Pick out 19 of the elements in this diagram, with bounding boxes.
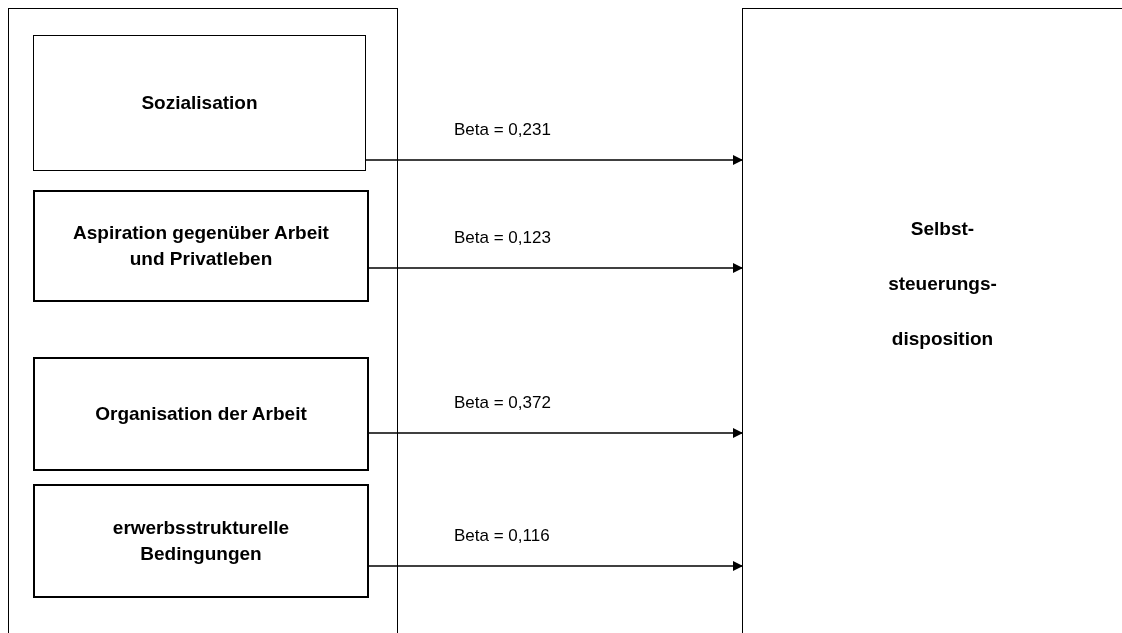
arrow bbox=[367, 561, 743, 571]
factor-box bbox=[33, 357, 369, 471]
outcome-panel bbox=[742, 8, 1122, 633]
edge-label: Beta = 0,372 bbox=[452, 393, 553, 413]
edge-label: Beta = 0,123 bbox=[452, 228, 553, 248]
arrow bbox=[367, 263, 743, 273]
box-label: Aspiration gegenüber Arbeit und Privatleben bbox=[72, 221, 330, 271]
arrow bbox=[364, 155, 743, 165]
box-label: Sozialisation bbox=[141, 91, 258, 116]
arrow bbox=[367, 428, 743, 438]
edge-label: Beta = 0,116 bbox=[452, 526, 552, 546]
edge-label: Beta = 0,231 bbox=[452, 120, 553, 140]
factor-box bbox=[33, 35, 366, 171]
box-label: erwerbsstrukturelle Bedingungen bbox=[111, 516, 291, 566]
factor-box bbox=[33, 190, 369, 302]
factor-box bbox=[33, 484, 369, 598]
group-panel bbox=[8, 8, 398, 633]
box-label: Organisation der Arbeit bbox=[95, 402, 307, 427]
box-label: Selbst- steuerungs- disposition bbox=[887, 216, 998, 352]
